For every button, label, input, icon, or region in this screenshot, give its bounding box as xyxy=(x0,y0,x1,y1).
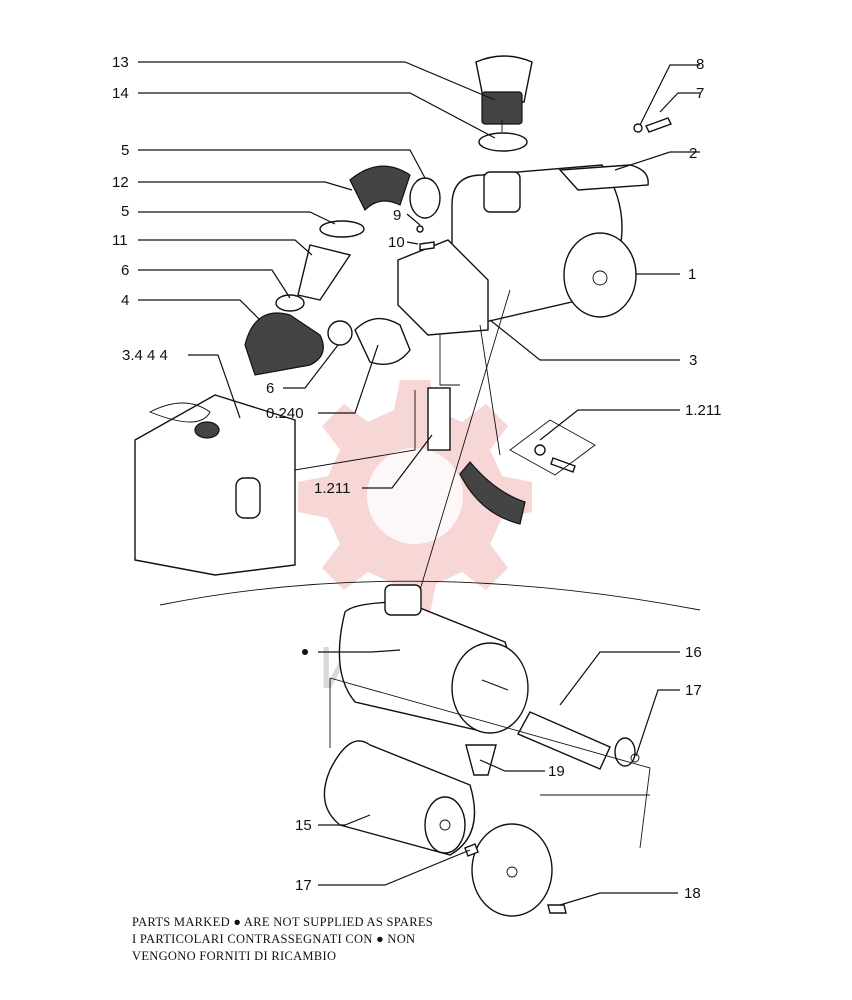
drain-hose xyxy=(459,461,526,525)
screw xyxy=(419,241,435,251)
support-bracket xyxy=(427,387,451,451)
hose-clamp xyxy=(409,177,441,219)
washer-1211 xyxy=(534,444,546,456)
wing-nut-cover xyxy=(547,904,567,914)
label-14: 14 xyxy=(112,85,129,102)
not-supplied-marker xyxy=(302,649,308,655)
label-2: 2 xyxy=(689,145,697,162)
elbow-hose xyxy=(244,312,324,376)
mounting-bracket xyxy=(397,239,489,336)
label-15: 15 xyxy=(295,817,312,834)
reducer-funnel xyxy=(297,244,352,301)
label-6-upper: 6 xyxy=(121,262,129,279)
label-3444: 3.4 4 4 xyxy=(122,347,168,364)
clamp xyxy=(319,220,365,238)
label-8: 8 xyxy=(696,56,704,73)
inlet-hose xyxy=(349,165,411,212)
clamp-small xyxy=(275,294,305,312)
label-5-lower: 5 xyxy=(121,203,129,220)
end-cover xyxy=(471,823,553,917)
washer xyxy=(633,123,643,133)
clamp-ring xyxy=(478,132,528,152)
label-18: 18 xyxy=(684,885,701,902)
leader-lines xyxy=(138,61,700,906)
pre-cleaner-cap xyxy=(475,55,533,132)
label-0240: 0.240 xyxy=(266,405,304,422)
label-1211-left: 1.211 xyxy=(314,480,350,497)
air-cleaner-housing-cutaway xyxy=(338,584,529,776)
note-line-3: VENGONO FORNITI DI RICAMBIO xyxy=(132,949,337,963)
main-filter-element xyxy=(323,740,476,856)
clamp-6 xyxy=(327,320,353,346)
wing-nut-element xyxy=(464,843,479,857)
bolt xyxy=(645,117,672,133)
label-11: 11 xyxy=(112,232,128,249)
note-line-1: PARTS MARKED ● ARE NOT SUPPLIED AS SPARE… xyxy=(132,915,434,929)
label-9: 9 xyxy=(393,207,401,224)
label-4: 4 xyxy=(121,292,129,309)
label-17-left: 17 xyxy=(295,877,312,894)
label-10: 10 xyxy=(388,234,405,251)
watermark-logo xyxy=(298,380,532,614)
label-7: 7 xyxy=(696,85,704,102)
note-line-2: I PARTICOLARI CONTRASSEGNATI CON ● NON xyxy=(132,932,416,946)
air-cleaner-body xyxy=(450,164,649,326)
label-16: 16 xyxy=(685,644,702,661)
bolt-1211 xyxy=(550,457,576,473)
nut xyxy=(416,225,424,233)
intake-adapter xyxy=(354,317,411,365)
label-1: 1 xyxy=(688,266,696,283)
label-17-right: 17 xyxy=(685,682,702,699)
safety-element xyxy=(517,711,640,770)
engine-block xyxy=(134,394,296,576)
label-3: 3 xyxy=(689,352,697,369)
label-13: 13 xyxy=(112,54,129,71)
label-5-upper: 5 xyxy=(121,142,129,159)
spares-note: PARTS MARKED ● ARE NOT SUPPLIED AS SPARE… xyxy=(132,914,492,965)
detail-plane xyxy=(509,419,596,476)
label-6-lower: 6 xyxy=(266,380,274,397)
label-12: 12 xyxy=(112,174,129,191)
label-1211-right: 1.211 xyxy=(685,402,721,419)
label-19: 19 xyxy=(548,763,565,780)
